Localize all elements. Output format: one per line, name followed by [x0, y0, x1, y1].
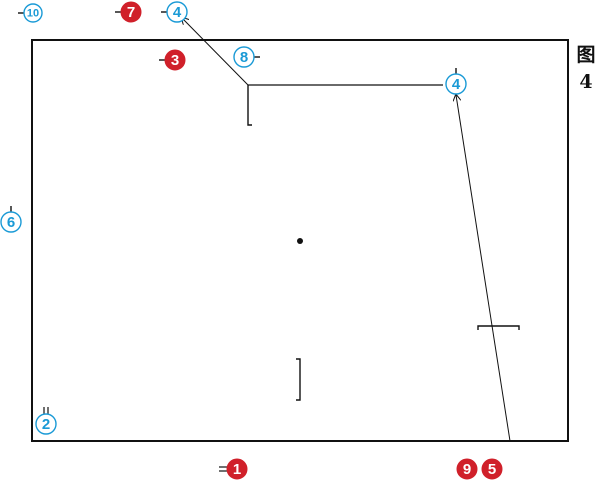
run-arrow-to-top-4 [182, 18, 249, 86]
marker-circle [120, 1, 142, 23]
center-spot [297, 238, 303, 244]
marker-label: 4 [173, 4, 182, 21]
marker-label: 8 [240, 49, 248, 66]
marker-4-m4-top: 4 [161, 1, 188, 23]
marker-label: 6 [7, 214, 15, 231]
marker-circle [35, 413, 57, 435]
marker-1-m1: 1 [219, 458, 248, 480]
marker-label: 5 [488, 461, 496, 478]
marker-circle [233, 46, 255, 68]
run-arrow-to-right-4 [456, 95, 511, 442]
court-boundary [31, 39, 569, 442]
marker-label: 2 [42, 416, 50, 433]
marker-5-m5: 5 [481, 458, 503, 480]
marker-10-m10-top-left: 10 [18, 3, 43, 23]
marker-circle [166, 1, 188, 23]
marker-circle [481, 458, 503, 480]
figure-caption-char: 图 [576, 44, 596, 66]
figure-caption-number: 4 [579, 71, 593, 93]
marker-label: 7 [127, 4, 135, 21]
marker-3-m3: 3 [159, 49, 186, 71]
marker-4-m4-right: 4 [445, 68, 467, 95]
marker-8-m8: 8 [233, 46, 260, 68]
marker-circle [0, 211, 22, 233]
marker-label: 4 [452, 76, 461, 93]
marker-circle [445, 73, 467, 95]
marker-circle [226, 458, 248, 480]
marker-label: 3 [171, 52, 179, 69]
marker-circle [456, 458, 478, 480]
marker-circle [164, 49, 186, 71]
marker-label: 1 [233, 461, 241, 478]
cone-bracket-bottom [296, 358, 301, 401]
marker-label: 9 [463, 461, 471, 478]
marker-7-m7-top: 7 [115, 1, 142, 23]
marker-label: 10 [27, 8, 39, 20]
marker-circle [23, 3, 43, 23]
marker-9-m9: 9 [456, 458, 478, 480]
marker-6-m6: 6 [0, 206, 22, 233]
marker-2-m2: 2 [35, 407, 57, 435]
cone-bracket-top [247, 85, 252, 126]
cone-bracket-right [477, 325, 520, 330]
